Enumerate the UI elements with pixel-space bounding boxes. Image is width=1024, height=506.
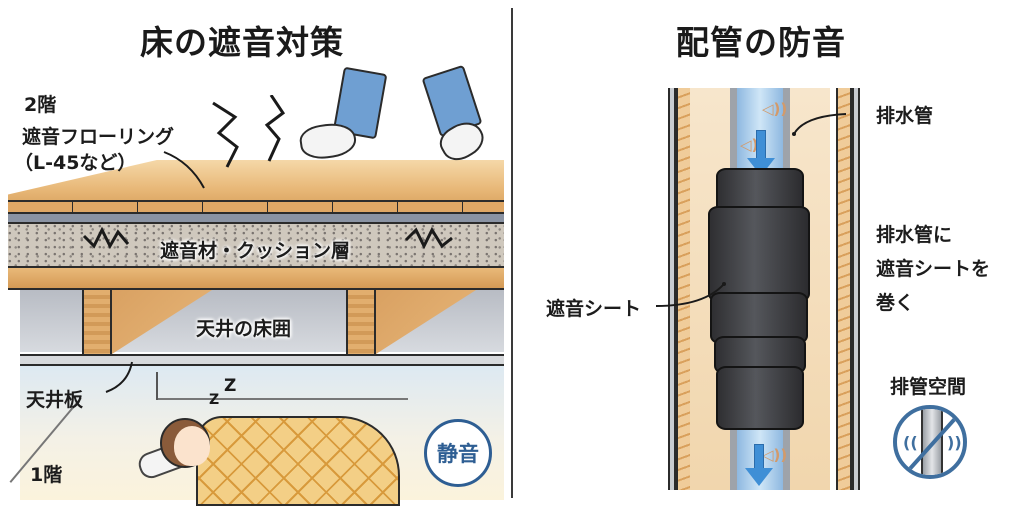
- wrap-segment-2: [708, 206, 810, 302]
- ceiling-board-leader-line: [105, 361, 133, 393]
- label-2f: 2階: [24, 94, 57, 116]
- ceiling-board: [20, 354, 504, 366]
- wall-rail-left: [668, 88, 676, 490]
- room-corner-line: [156, 372, 158, 400]
- sound-speaker-icon-3: ◁)): [762, 446, 788, 464]
- joist-left: [82, 290, 112, 354]
- sound-wave-left-icon: ((: [903, 433, 918, 452]
- label-sound-sheet: 遮音シート: [546, 298, 642, 320]
- label-1f: 1階: [30, 464, 63, 486]
- quiet-badge-label: 静音: [437, 442, 479, 466]
- flow-down-arrow-icon-2: [745, 468, 773, 486]
- sound-wave-right-icon: )): [947, 433, 962, 452]
- flooring-leader-line: [163, 151, 205, 189]
- quiet-badge-icon: 静音: [424, 419, 492, 487]
- label-instruction-1: 排水管に: [876, 224, 953, 246]
- flow-arrow-shaft: [756, 130, 766, 160]
- cushion-layer: [8, 224, 504, 268]
- label-ceiling-space: 天井の床囲: [196, 318, 292, 340]
- vibration-zigzag-left-icon: [82, 226, 130, 250]
- wall-rail-right: [852, 88, 860, 490]
- wrap-segment-5: [716, 366, 804, 430]
- no-sound-prohibition-icon: (( )): [893, 405, 967, 479]
- sleep-zzz-small-icon: Z: [209, 392, 220, 408]
- label-pipe-space: 排管空間: [890, 376, 967, 398]
- left-title: 床の遮音対策: [140, 23, 344, 62]
- label-ceiling-board: 天井板: [26, 389, 84, 411]
- panel-divider: [511, 8, 513, 498]
- wall-stud-right: [836, 88, 852, 490]
- impact-zigzag-icon: [212, 95, 286, 168]
- right-title: 配管の防音: [676, 23, 846, 62]
- flow-arrow-shaft-2: [754, 444, 764, 470]
- sleep-zzz-icon: Z: [224, 376, 237, 396]
- underlay-layer: [8, 214, 504, 224]
- room-wall-base-line: [158, 398, 408, 400]
- label-instruction-2: 遮音シートを: [876, 258, 991, 280]
- sheet-leader-line: [655, 282, 726, 307]
- label-cushion-layer: 遮音材・クッション層: [160, 240, 351, 262]
- label-flooring-rating: （L-45など）: [14, 152, 137, 174]
- joist-right: [346, 290, 376, 354]
- flooring-edge: [8, 200, 504, 214]
- futon-blanket: [196, 416, 400, 506]
- drain-pipe-leader-line: [792, 113, 847, 136]
- subfloor-layer: [8, 268, 504, 290]
- label-soundproof-flooring: 遮音フローリング: [22, 126, 175, 148]
- sound-speaker-icon: ◁)): [762, 100, 788, 118]
- label-drain-pipe: 排水管: [876, 105, 934, 127]
- sleeping-person-face: [174, 426, 210, 466]
- vibration-zigzag-right-icon: [404, 226, 453, 250]
- label-instruction-3: 巻く: [876, 292, 915, 314]
